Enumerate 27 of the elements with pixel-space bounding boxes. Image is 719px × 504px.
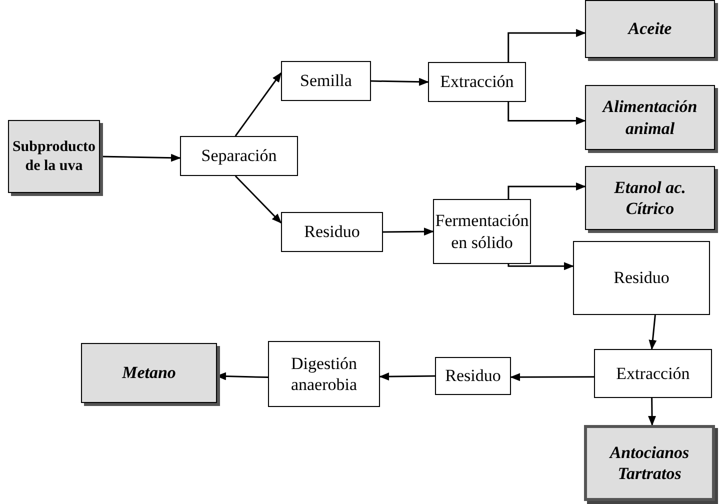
process-box: Residuo — [573, 241, 710, 315]
process-box: Alimentación animal — [585, 85, 715, 150]
process-box: Etanol ac. Cítrico — [585, 166, 715, 230]
process-box: Residuo — [435, 357, 511, 395]
arrow — [370, 78, 429, 86]
process-box: Semilla — [281, 61, 371, 101]
arrow — [508, 182, 586, 199]
process-box: Separación — [180, 136, 298, 176]
process-box: Extracción — [594, 349, 712, 398]
process-box: Subproducto de la uva — [8, 120, 100, 193]
process-box: Extracción — [428, 62, 526, 102]
arrow — [234, 72, 282, 136]
process-box: Aceite — [585, 0, 715, 58]
process-box: Digestión anaerobia — [268, 341, 380, 407]
arrow — [234, 175, 282, 224]
process-box: Antocianos Tartratos — [584, 425, 715, 501]
process-box: Fermentación en sólido — [433, 199, 531, 264]
arrow — [383, 228, 434, 236]
process-box: Residuo — [281, 212, 383, 252]
arrow — [379, 372, 435, 381]
arrow — [648, 314, 657, 350]
arrow — [510, 373, 594, 382]
process-box: Metano — [81, 343, 217, 403]
arrow — [508, 29, 586, 62]
arrow — [508, 262, 574, 270]
arrow — [648, 398, 656, 426]
arrow — [508, 102, 586, 125]
